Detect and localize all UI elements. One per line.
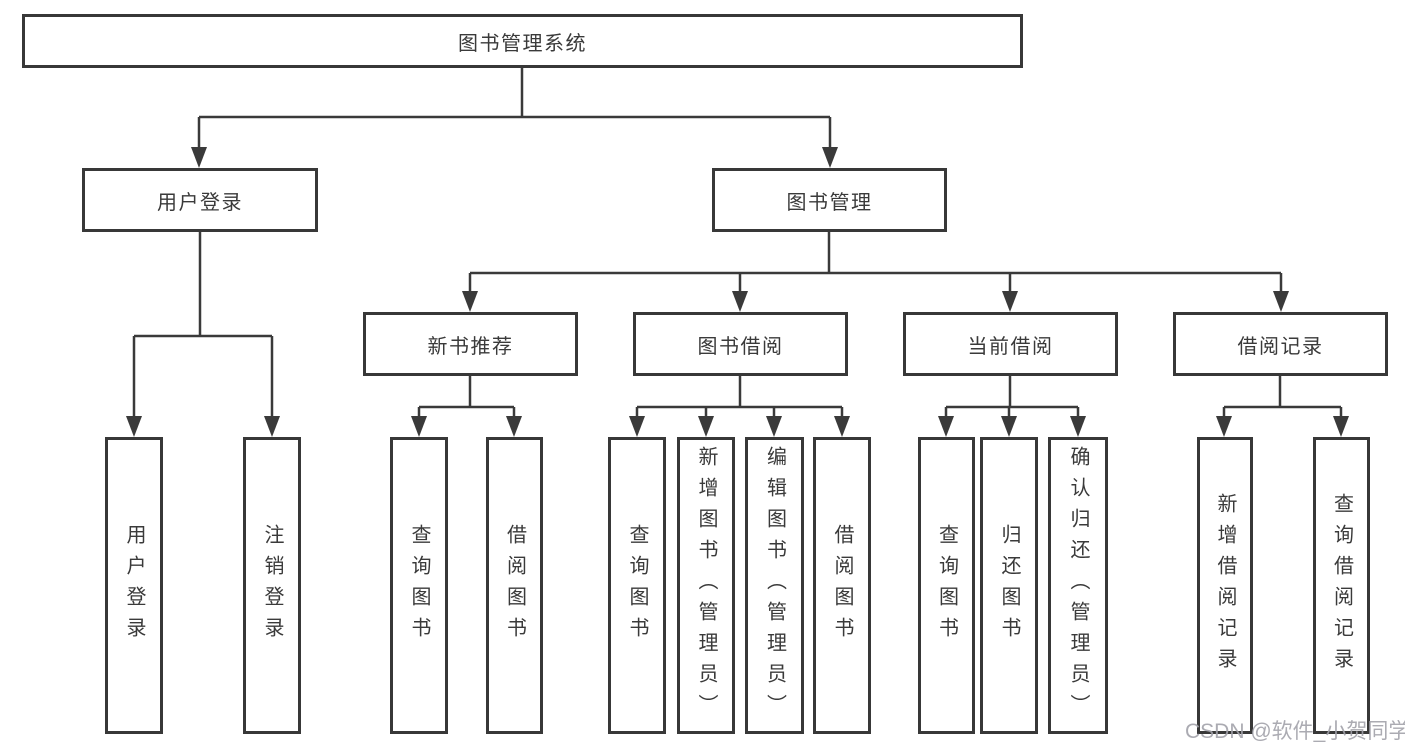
node-label: 新书推荐 [427, 335, 514, 358]
leaf-query-borrow-record: 查询借阅记录 [1313, 437, 1370, 734]
leaf-label: 借阅图书 [503, 523, 526, 648]
node-label: 图书管理 [786, 191, 873, 214]
leaf-borrow-books-borrowing: 借阅图书 [813, 437, 871, 734]
leaf-query-books-recommend: 查询图书 [390, 437, 448, 734]
leaf-label: 归还图书 [998, 523, 1020, 648]
node-book-borrowing: 图书借阅 [633, 312, 848, 376]
leaf-logout: 注销登录 [243, 437, 301, 734]
leaf-borrow-books-recommend: 借阅图书 [486, 437, 543, 734]
leaf-label: 新增借阅记录 [1214, 492, 1236, 679]
node-library-management-system: 图书管理系统 [22, 14, 1023, 68]
leaf-label: 查询借阅记录 [1330, 492, 1353, 679]
node-new-book-recommendation: 新书推荐 [363, 312, 578, 376]
leaf-query-books-current: 查询图书 [918, 437, 975, 734]
node-label: 图书借阅 [697, 335, 784, 358]
leaf-user-login: 用户登录 [105, 437, 163, 734]
leaf-label: 借阅图书 [831, 523, 853, 648]
node-label: 图书管理系统 [458, 32, 587, 55]
leaf-return-books: 归还图书 [980, 437, 1038, 734]
leaf-label: 新增图书（管理员） [695, 446, 717, 725]
leaf-query-books-borrowing: 查询图书 [608, 437, 666, 734]
leaf-label: 查询图书 [408, 523, 430, 648]
leaf-add-borrow-record: 新增借阅记录 [1197, 437, 1253, 734]
node-borrowing-records: 借阅记录 [1173, 312, 1388, 376]
watermark-text: CSDN @软件_小贺同学 [1185, 720, 1405, 743]
leaf-label: 用户登录 [123, 523, 145, 648]
leaf-label: 注销登录 [261, 523, 283, 648]
leaf-label: 查询图书 [626, 523, 648, 648]
node-book-management: 图书管理 [712, 168, 947, 232]
leaf-edit-books-admin: 编辑图书（管理员） [745, 437, 804, 734]
leaf-label: 编辑图书（管理员） [763, 446, 786, 725]
node-current-borrowing: 当前借阅 [903, 312, 1118, 376]
node-user-login: 用户登录 [82, 168, 318, 232]
leaf-add-books-admin: 新增图书（管理员） [677, 437, 735, 734]
node-label: 当前借阅 [967, 335, 1054, 358]
node-label: 借阅记录 [1237, 335, 1324, 358]
leaf-label: 查询图书 [935, 523, 958, 648]
node-label: 用户登录 [157, 191, 243, 214]
leaf-confirm-return-admin: 确认归还（管理员） [1048, 437, 1108, 734]
leaf-label: 确认归还（管理员） [1067, 446, 1089, 725]
